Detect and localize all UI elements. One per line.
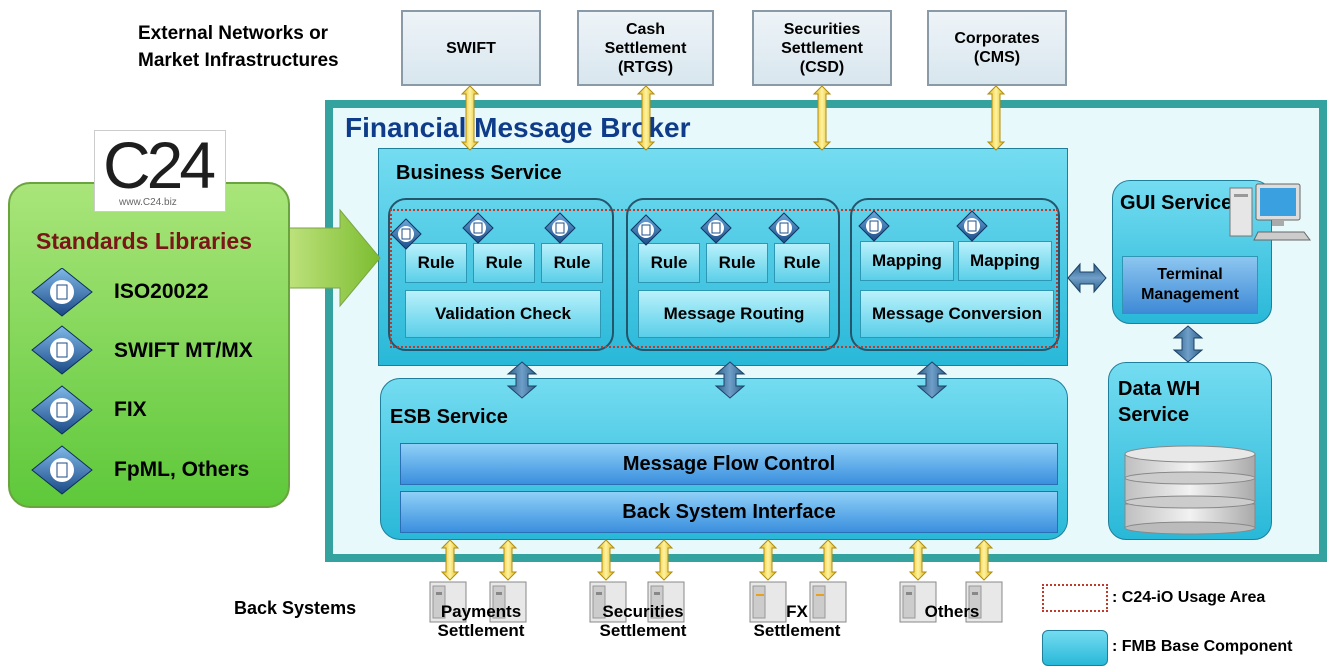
routing-group [626,198,840,351]
mapping-label: Mapping [872,251,942,270]
message-flow-control-bar: Message Flow Control [400,443,1058,485]
routing-rule: Rule [638,243,700,283]
external-box-line: Settlement [781,39,863,57]
back-system-payments: Payments Settlement [428,602,534,640]
database-icon [1124,445,1256,535]
doc-diamond-icon [390,210,988,250]
message-conversion-box: Message Conversion [860,290,1054,338]
legend-base-swatch [1042,630,1108,666]
routing-rule: Rule [774,243,830,283]
validation-check-box: Validation Check [405,290,601,338]
conversion-mapping: Mapping [958,241,1052,281]
server-icon [429,581,1003,623]
c24-logo-url: www.C24.biz [119,197,177,208]
data-wh-service-title: Data WH Service [1118,378,1201,426]
message-routing-box: Message Routing [638,290,830,338]
external-box-line: Settlement [604,39,687,57]
standard-item: FpML, Others [114,458,250,481]
back-system-fx: FX Settlement [744,602,850,640]
computer-icon [1229,183,1311,241]
doc-diamond-icon [31,325,93,375]
back-system-line: Settlement [753,621,841,640]
business-service-title: Business Service [396,162,562,184]
external-box-line: (CMS) [973,49,1021,66]
standard-item: FIX [114,398,147,421]
message-flow-control-label: Message Flow Control [622,452,836,475]
conversion-group [850,198,1060,351]
double-arrow-icon [1172,325,1204,363]
routing-rule: Rule [706,243,768,283]
rule-label: Rule [417,253,455,272]
conversion-mapping: Mapping [860,241,954,281]
external-box-line: (RTGS) [617,58,674,76]
validation-group [388,198,614,351]
back-system-securities: Securities Settlement [590,602,696,640]
back-system-line: Settlement [437,621,525,640]
rule-label: Rule [718,253,756,272]
standards-libraries-title: Standards Libraries [36,228,253,254]
back-systems-heading: Back Systems [234,598,357,618]
back-system-interface-bar: Back System Interface [400,491,1058,533]
esb-service-title: ESB Service [390,406,508,428]
legend-usage-swatch [1042,584,1108,612]
external-heading: External Networks or Market Infrastructu… [138,23,339,71]
rule-label: Rule [553,253,591,272]
back-system-interface-label: Back System Interface [622,500,836,523]
back-system-others: Others [900,602,1004,621]
mapping-label: Mapping [970,251,1040,270]
standard-doc-icons [31,268,93,495]
validation-check-label: Validation Check [434,304,572,323]
legend-usage-label: : C24-iO Usage Area [1112,589,1266,606]
double-arrow-icon [714,361,746,399]
validation-rule: Rule [473,243,535,283]
gui-service-title: GUI Service [1120,192,1233,214]
double-arrow-icon [1067,262,1107,294]
terminal-management-label: Terminal Management [1141,266,1239,303]
rule-label: Rule [783,253,821,272]
back-system-line: Payments [440,602,522,621]
c24-logo: C24 www.C24.biz [94,128,226,212]
external-box-cash-settlement: Cash Settlement (RTGS) [577,10,714,86]
double-arrow-icon [916,361,948,399]
double-arrow-icon [506,361,538,399]
rule-label: Rule [650,253,688,272]
terminal-management-box: Terminal Management [1122,256,1258,314]
external-box-line: Cash [625,20,666,38]
back-system-line: FX [786,602,808,621]
c24-logo-text: C24 [103,128,216,202]
doc-diamond-icon [31,445,93,495]
message-conversion-label: Message Conversion [871,304,1043,323]
external-box-line: Corporates [954,30,1040,47]
validation-rule: Rule [405,243,467,283]
rule-label: Rule [485,253,523,272]
standard-item: SWIFT MT/MX [114,339,253,362]
external-box-line: (CSD) [799,58,845,76]
validation-rule: Rule [541,243,603,283]
legend-base-label: : FMB Base Component [1112,638,1293,655]
message-routing-label: Message Routing [663,304,805,323]
external-box-securities-settlement: Securities Settlement (CSD) [752,10,892,86]
c24-usage-area-outline [390,209,1058,348]
rule-doc-icons [390,210,988,250]
gold-double-arrow-icon [440,539,994,581]
doc-diamond-icon [31,268,93,317]
broker-title: Financial Message Broker [345,112,691,143]
standard-item: ISO20022 [114,280,209,303]
back-system-line: Securities [602,602,684,621]
external-box-corporates: Corporates (CMS) [927,10,1067,86]
doc-diamond-icon [31,385,93,435]
back-system-line: Others [924,602,980,621]
external-box-line: Securities [783,20,861,38]
external-box-line: SWIFT [446,39,496,57]
external-box-swift: SWIFT [401,10,541,86]
back-system-line: Settlement [599,621,687,640]
gold-double-arrow-icon [460,85,1006,151]
